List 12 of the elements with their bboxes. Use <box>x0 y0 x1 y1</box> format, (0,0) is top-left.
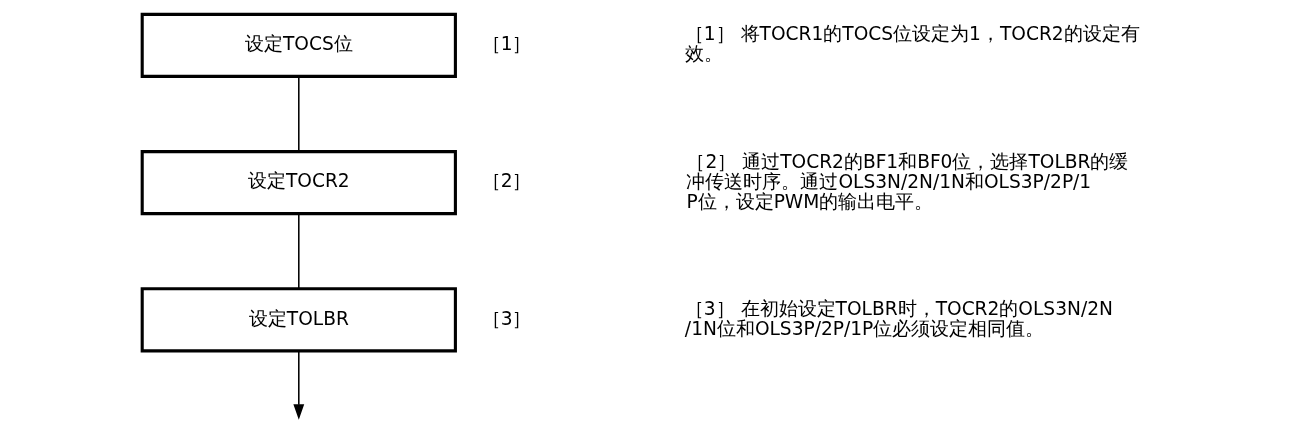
node-box: 设定TOLBR <box>140 287 457 353</box>
label: ［2］ 通过TOCR2的BF1和BF0位，选择TOLBR的缓冲传送时序。通过OLS3N/2N/1N和OLS3P/2P/1P位，设定PWM的输出电平。 <box>685 151 1128 213</box>
label: ［1］ 将TOCR1的TOCS位设定为1，TOCR2的设定有效。 <box>684 23 1140 65</box>
arrow <box>292 350 304 420</box>
node-box: 设定TOCR2 <box>140 150 457 216</box>
node-label: ［1］ <box>481 33 531 55</box>
connector <box>297 75 300 153</box>
node-label: ［2］ <box>481 170 531 192</box>
node-box: 设定TOCS位 <box>140 12 457 78</box>
label: ［3］ 在初始设定TOLBR时，TOCR2的OLS3N/2N/1N位和OLS3P/2P/1P位必须设定相同值。 <box>684 297 1113 339</box>
connector <box>297 213 300 290</box>
node-label: ［3］ <box>481 307 531 329</box>
